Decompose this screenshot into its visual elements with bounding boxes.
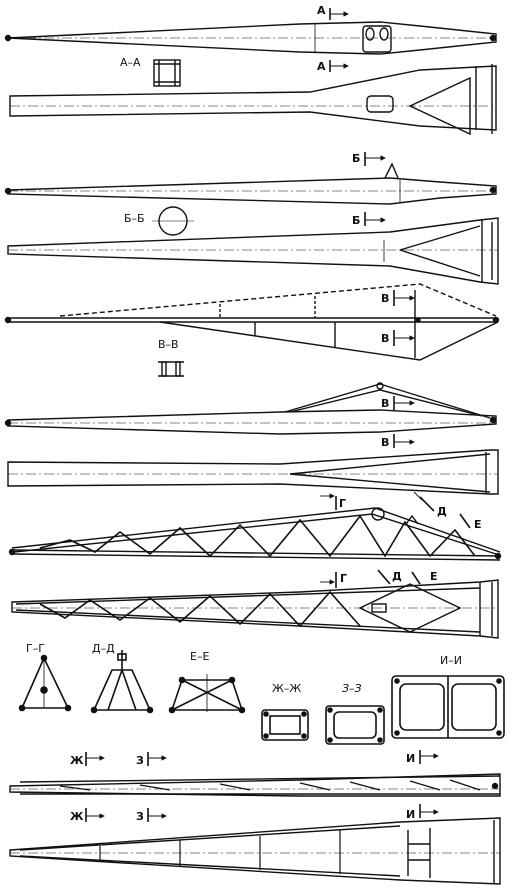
boom-6-side-view (9, 773, 501, 797)
cut-letter-z-lower: З (136, 810, 144, 823)
section-label-z-z: З–З (342, 682, 362, 695)
cut-marker-b-bottom: Б (352, 212, 386, 227)
boom-1-side-view (4, 21, 497, 55)
cut-letter-v-upper: В (381, 397, 389, 410)
cut-marker-e-upper: Е (459, 513, 482, 531)
section-label-v-v: В–В (158, 338, 179, 351)
section-b-b-drawing (152, 206, 194, 236)
section-label-d-d: Д–Д (92, 642, 115, 655)
cut-marker-a-bottom: А (317, 60, 349, 73)
cut-marker-d-lower: Д (377, 569, 402, 585)
cut-marker-d-upper: Д (413, 491, 447, 518)
boom-5-lattice-side-view (8, 507, 502, 561)
cut-marker-v-lower: В (381, 434, 415, 449)
section-label-a-a: А–А (120, 56, 141, 69)
cut-letter-zh-lower: Ж (70, 810, 84, 823)
cut-marker-a-top: А (317, 4, 349, 20)
cut-marker-z-lower: З (136, 808, 167, 823)
section-g-g-drawing (18, 654, 72, 712)
section-z-z-drawing (325, 705, 385, 745)
cut-marker-v-top: В (381, 290, 415, 306)
cut-letter-z-upper: З (136, 754, 144, 767)
cut-marker-g-upper: Г (320, 493, 346, 510)
section-label-e-e: Е–Е (190, 650, 209, 663)
boom-2-plan-view (7, 217, 499, 285)
cut-letter-b-top: Б (352, 152, 360, 165)
cut-marker-zh-upper: Ж (70, 752, 105, 767)
cut-marker-e-lower: Е (411, 570, 438, 585)
cut-letter-a-bottom: А (317, 60, 326, 73)
section-label-g-g: Г–Г (26, 642, 45, 655)
section-label-i-i: И–И (440, 654, 462, 667)
boom-1-plan-view (9, 64, 497, 136)
cut-letter-v-mid: В (381, 332, 389, 345)
cut-letter-v-lower: В (381, 436, 389, 449)
section-d-d-drawing (90, 650, 154, 714)
cut-letter-d-lower: Д (392, 570, 402, 583)
cut-marker-i-upper: И (406, 750, 439, 765)
cut-marker-v-mid: В (381, 330, 415, 346)
section-e-e-drawing (168, 674, 246, 714)
cut-letter-b-bottom: Б (352, 214, 360, 227)
cut-marker-v-upper: В (381, 396, 415, 410)
cut-letter-e-lower: Е (430, 570, 438, 583)
cut-letter-v-top: В (381, 292, 389, 305)
section-zh-zh-drawing (261, 709, 309, 741)
cut-marker-i-lower: И (406, 804, 439, 821)
cut-letter-i-upper: И (406, 752, 415, 765)
cut-marker-z-upper: З (136, 752, 167, 767)
section-label-b-b: Б–Б (124, 212, 145, 225)
boom-4-side-view (4, 382, 497, 435)
section-i-i-drawing (391, 675, 505, 739)
boom-3-side-view (4, 283, 500, 361)
boom-6-plan-view (9, 817, 501, 885)
boom-5-lattice-plan-view (11, 579, 499, 639)
cut-letter-e-upper: Е (474, 518, 482, 531)
section-v-v-drawing (158, 361, 184, 377)
cut-letter-i-lower: И (406, 808, 415, 821)
section-a-a-drawing (153, 59, 181, 87)
cut-letter-g-upper: Г (339, 497, 346, 510)
cut-marker-g-lower: Г (320, 572, 347, 588)
cut-letter-a-top: А (317, 4, 326, 17)
cut-marker-zh-lower: Ж (70, 808, 105, 823)
cut-letter-g-lower: Г (340, 572, 347, 585)
boom-4-plan-view (7, 449, 499, 495)
cut-letter-zh-upper: Ж (70, 754, 84, 767)
section-label-zh-zh: Ж–Ж (272, 682, 301, 695)
cut-letter-d-upper: Д (437, 505, 447, 518)
cut-marker-b-top: Б (352, 152, 386, 166)
boom-2-side-view (4, 162, 497, 205)
